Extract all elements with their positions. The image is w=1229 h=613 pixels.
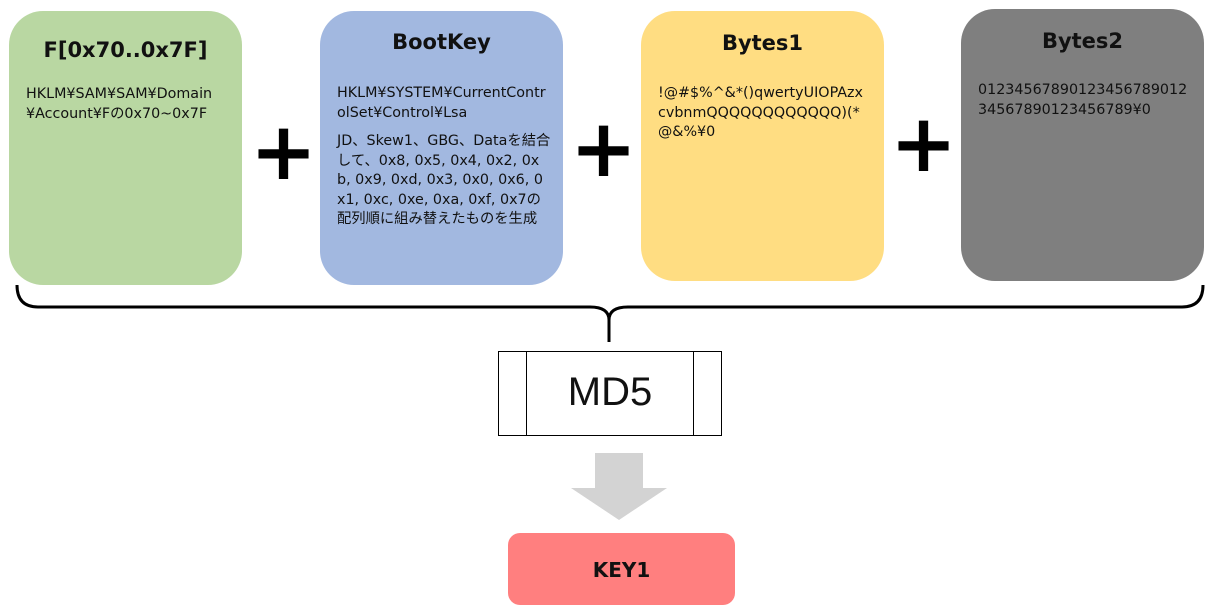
md5-box-left-bar (526, 352, 527, 435)
md5-process-box: MD5 (498, 351, 722, 436)
plus-sign-3: + (890, 97, 958, 190)
box-f-value-title: F[0x70..0x7F] (43, 38, 208, 62)
box-bootkey-title: BootKey (392, 30, 491, 54)
plus-sign-2: + (570, 102, 638, 195)
plus-sign-1: + (250, 105, 318, 198)
box-f-value: F[0x70..0x7F] HKLM¥SAM¥SAM¥Domain¥Accoun… (9, 11, 242, 285)
box-bytes2: Bytes2 012345678901234567890123456789012… (961, 9, 1204, 281)
box-bytes1: Bytes1 !@#$%^&*()qwertyUIOPAzxcvbnmQQQQQ… (641, 11, 884, 281)
box-bytes1-title: Bytes1 (721, 31, 804, 55)
box-f-value-line: HKLM¥SAM¥SAM¥Domain¥Account¥Fの0x70~0x7F (26, 86, 213, 122)
md5-box-right-bar (693, 352, 694, 435)
box-bytes1-body: !@#$%^&*()qwertyUIOPAzxcvbnmQQQQQQQQQQQQ… (658, 84, 870, 152)
down-arrow-icon (571, 453, 667, 520)
grouping-brace (15, 284, 1205, 342)
key1-result-box: KEY1 (508, 533, 735, 605)
grouping-brace-path (15, 284, 1205, 342)
box-bytes2-body: 0123456789012345678901234567890123456789… (978, 81, 1194, 129)
box-f-value-body: HKLM¥SAM¥SAM¥Domain¥Account¥Fの0x70~0x7F (26, 85, 229, 133)
md5-label: MD5 (567, 370, 653, 414)
box-bytes1-line: !@#$%^&*()qwertyUIOPAzxcvbnmQQQQQQQQQQQQ… (658, 85, 864, 140)
box-bootkey: BootKey HKLM¥SYSTEM¥CurrentControlSet¥Co… (320, 11, 563, 285)
box-bootkey-body: HKLM¥SYSTEM¥CurrentControlSet¥Control¥Ls… (337, 84, 551, 239)
down-arrow-shape (571, 453, 667, 520)
key1-label: KEY1 (592, 558, 651, 582)
box-bootkey-line-desc: JD、Skew1、GBG、Dataを結合して、0x8, 0x5, 0x4, 0x… (337, 133, 551, 227)
box-bytes2-title: Bytes2 (1041, 29, 1124, 53)
box-bootkey-line-path: HKLM¥SYSTEM¥CurrentControlSet¥Control¥Ls… (337, 85, 546, 121)
box-bytes2-line: 0123456789012345678901234567890123456789… (978, 82, 1188, 118)
